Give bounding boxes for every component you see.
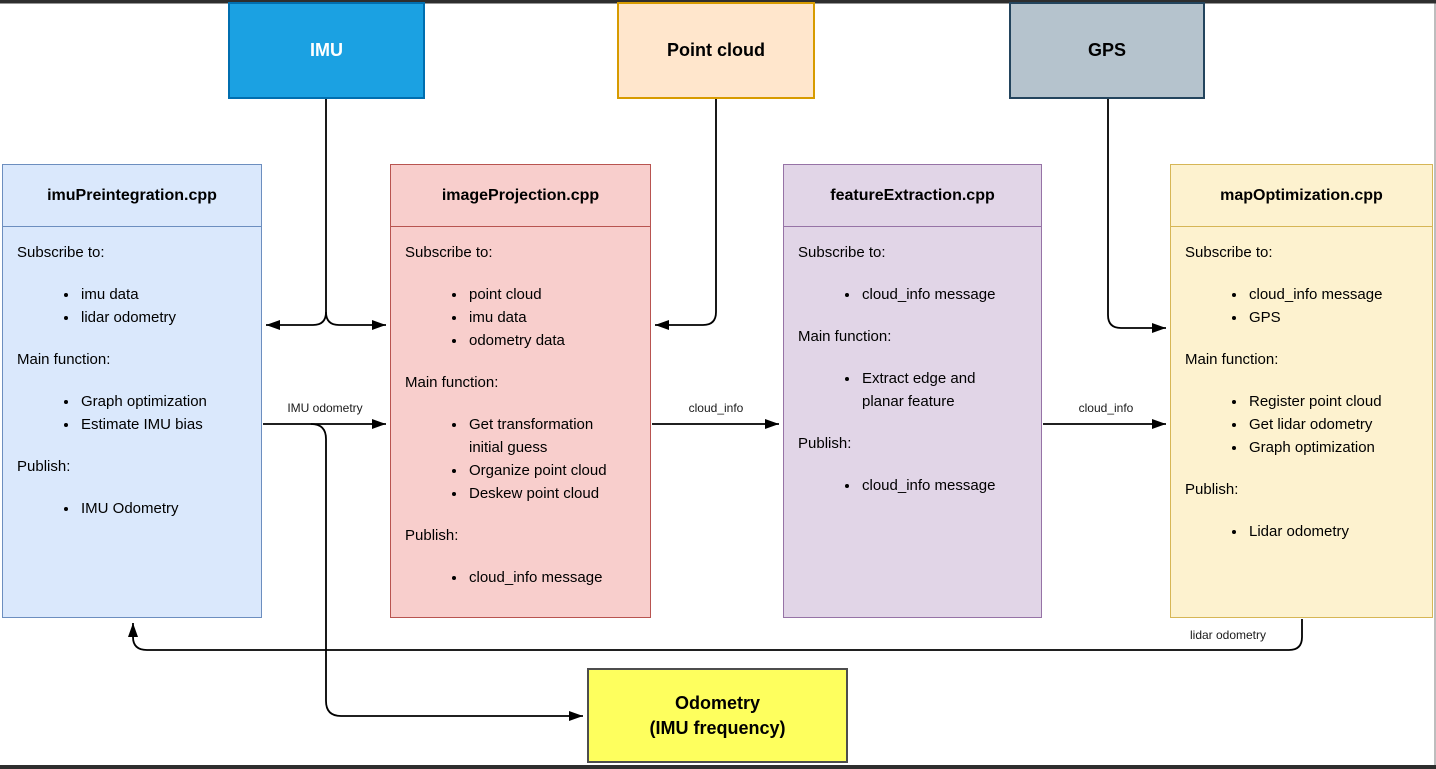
module-node-mapoptimization: mapOptimization.cpp Subscribe to: cloud_… (1170, 164, 1433, 618)
bullet-item: GPS (1247, 306, 1420, 329)
bullet-item: Graph optimization (79, 390, 249, 413)
module-title: imageProjection.cpp (391, 165, 650, 227)
bullet-list: Get transformation initial guess Organiz… (405, 413, 644, 505)
module-title: featureExtraction.cpp (784, 165, 1041, 227)
bullet-item: Get transformation initial guess (467, 413, 619, 459)
bullet-list: cloud_info message (405, 566, 644, 589)
bullet-item: cloud_info message (467, 566, 638, 589)
section-heading: Publish: (1185, 481, 1239, 498)
input-node-point-cloud: Point cloud (617, 2, 815, 99)
bullet-list: cloud_info message (798, 283, 1035, 306)
edge-pointcloud-to-imageprojection (655, 99, 717, 330)
bullet-item: IMU Odometry (79, 497, 249, 520)
input-node-label: GPS (1087, 40, 1126, 60)
bullet-item: Estimate IMU bias (79, 413, 249, 436)
section-heading: Main function: (1185, 351, 1279, 368)
bullet-list: cloud_info message (798, 474, 1035, 497)
bullet-item: cloud_info message (860, 283, 1029, 306)
bullet-item: Organize point cloud (467, 459, 638, 482)
edge-imuodometry-to-output (310, 423, 583, 721)
bullet-list: IMU Odometry (17, 497, 255, 520)
bullet-item: Deskew point cloud (467, 482, 638, 505)
section-heading: Main function: (405, 374, 499, 391)
section-heading: Subscribe to: (17, 244, 105, 261)
section-heading: Main function: (798, 328, 892, 345)
edge-imu-to-imageprojection (325, 311, 386, 330)
module-node-imageprojection: imageProjection.cpp Subscribe to: point … (390, 164, 651, 618)
bullet-item: Graph optimization (1247, 436, 1420, 459)
module-body: Subscribe to: cloud_info message GPS Mai… (1171, 227, 1432, 543)
bullet-list: point cloud imu data odometry data (405, 283, 644, 352)
bullet-list: imu data lidar odometry (17, 283, 255, 329)
module-body: Subscribe to: point cloud imu data odome… (391, 227, 650, 589)
module-title: imuPreintegration.cpp (3, 165, 261, 227)
bullet-item: lidar odometry (79, 306, 249, 329)
bottom-border-line (0, 765, 1436, 769)
bullet-item: Lidar odometry (1247, 520, 1420, 543)
output-node-odometry: Odometry (IMU frequency) (587, 668, 848, 763)
module-body: Subscribe to: cloud_info message Main fu… (784, 227, 1041, 497)
edge-label-imu-odometry: IMU odometry (287, 401, 363, 415)
module-node-featureextraction: featureExtraction.cpp Subscribe to: clou… (783, 164, 1042, 618)
bullet-list: cloud_info message GPS (1185, 283, 1426, 329)
module-body: Subscribe to: imu data lidar odometry Ma… (3, 227, 261, 520)
bullet-item: imu data (79, 283, 249, 306)
edge-imu-to-imupreintegration (266, 311, 327, 330)
section-heading: Subscribe to: (798, 244, 886, 261)
bullet-list: Graph optimization Estimate IMU bias (17, 390, 255, 436)
input-node-label: Point cloud (667, 40, 765, 60)
module-title: mapOptimization.cpp (1171, 165, 1432, 227)
output-node-label-line2: (IMU frequency) (649, 717, 786, 738)
top-border-line (0, 0, 1436, 4)
input-node-label: IMU (310, 40, 343, 60)
bullet-list: Extract edge and planar feature (798, 367, 1035, 413)
bullet-item: cloud_info message (1247, 283, 1420, 306)
section-heading: Publish: (798, 435, 852, 452)
bullet-item: cloud_info message (860, 474, 1029, 497)
output-node-label-line1: Odometry (674, 692, 761, 713)
edge-lidarodometry-feedback (128, 619, 1303, 651)
bullet-item: Extract edge and planar feature (860, 367, 990, 413)
module-node-imupreintegration: imuPreintegration.cpp Subscribe to: imu … (2, 164, 262, 618)
section-heading: Publish: (405, 527, 459, 544)
edge-label-cloud-info-2: cloud_info (1078, 401, 1134, 415)
input-node-imu: IMU (228, 2, 425, 99)
bullet-item: Get lidar odometry (1247, 413, 1420, 436)
section-heading: Main function: (17, 351, 111, 368)
bullet-item: Register point cloud (1247, 390, 1420, 413)
bullet-item: point cloud (467, 283, 638, 306)
section-heading: Subscribe to: (405, 244, 493, 261)
section-heading: Subscribe to: (1185, 244, 1273, 261)
bullet-list: Lidar odometry (1185, 520, 1426, 543)
bullet-item: imu data (467, 306, 638, 329)
right-frame-edge (1434, 0, 1436, 769)
input-node-gps: GPS (1009, 2, 1205, 99)
section-heading: Publish: (17, 458, 71, 475)
edge-label-cloud-info-1: cloud_info (688, 401, 744, 415)
bullet-item: odometry data (467, 329, 638, 352)
bullet-list: Register point cloud Get lidar odometry … (1185, 390, 1426, 459)
edge-gps-to-mapoptimization (1107, 99, 1166, 333)
edge-label-lidar-odometry: lidar odometry (1189, 628, 1267, 642)
